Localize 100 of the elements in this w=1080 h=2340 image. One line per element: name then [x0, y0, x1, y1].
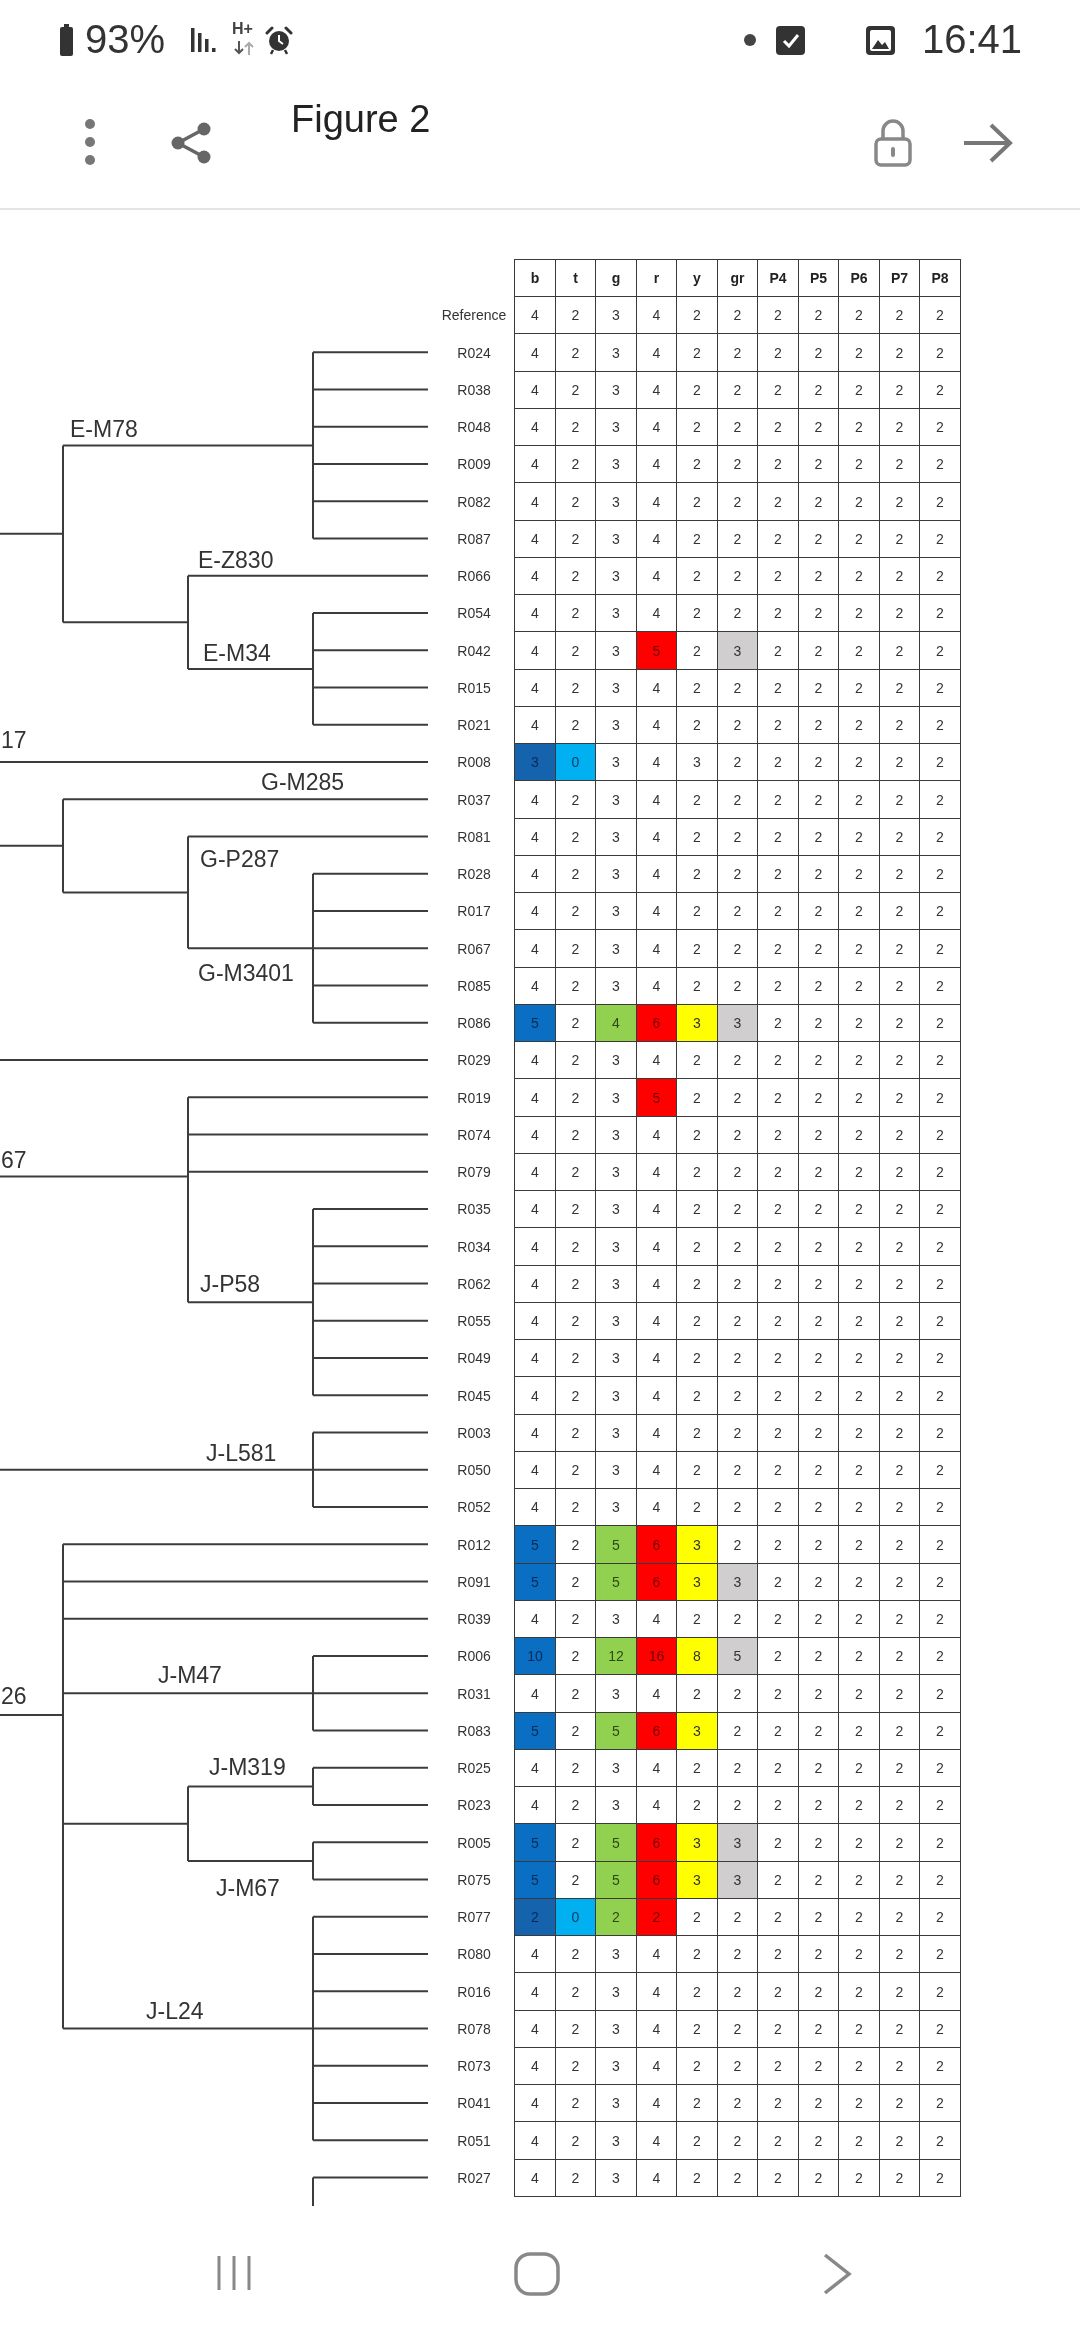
- value-cell: 4: [514, 2159, 556, 2197]
- row-label: R083: [457, 1723, 491, 1739]
- value-cell: 3: [676, 1823, 718, 1862]
- value-cell: 6: [636, 1004, 677, 1042]
- row-label: R031: [457, 1685, 491, 1702]
- value-cell: 3: [676, 1712, 718, 1750]
- branch-label: J-M319: [209, 1754, 286, 1780]
- row-label: R051: [457, 2132, 491, 2149]
- value-cell: 6: [636, 1861, 677, 1899]
- row-label: R025: [457, 1760, 491, 1776]
- branch-label: J-L24: [146, 1998, 204, 2024]
- row-label: Reference: [441, 307, 507, 323]
- value-cell: 3: [676, 1525, 718, 1564]
- row-label: R087: [457, 531, 491, 547]
- value-cell: 5: [514, 1712, 556, 1750]
- value-cell: 5: [514, 1823, 556, 1862]
- row-label: R019: [457, 1089, 491, 1106]
- value-cell: 3: [676, 1004, 718, 1042]
- row-label: R049: [457, 1350, 491, 1366]
- value-cell: 6: [636, 1525, 677, 1564]
- branch-label: 67: [1, 1147, 27, 1173]
- value-cell: 0: [555, 1898, 596, 1936]
- value-cell: 2: [636, 1898, 677, 1936]
- value-cell: 3: [514, 743, 556, 781]
- value-cell: 5: [595, 1712, 637, 1750]
- row-label: R079: [457, 1164, 491, 1180]
- row-label: R027: [457, 2170, 491, 2186]
- row-label: R052: [457, 1499, 491, 1515]
- value-cell: 3: [717, 1823, 758, 1862]
- value-cell: 5: [514, 1563, 556, 1601]
- value-cell: 5: [514, 1525, 556, 1564]
- value-cell: 5: [595, 1563, 637, 1601]
- value-cell: 2: [595, 1898, 637, 1936]
- row-label: R021: [457, 717, 491, 733]
- battery-level: 93%: [85, 16, 166, 62]
- row-label: R045: [457, 1387, 491, 1404]
- row-label: R023: [457, 1797, 491, 1813]
- row-label: R075: [457, 1872, 491, 1888]
- branch-label: G-M285: [261, 769, 345, 795]
- value-cell: 5: [595, 1525, 637, 1564]
- row-label: R077: [457, 1909, 491, 1925]
- row-label: R054: [457, 605, 491, 621]
- row-label: R003: [457, 1425, 491, 1441]
- value-cell: 5: [595, 1823, 637, 1862]
- branch-label: J-L581: [206, 1440, 277, 1466]
- row-label: R066: [457, 568, 491, 584]
- row-label: R035: [457, 1201, 491, 1217]
- branch-label: G-M3401: [198, 960, 294, 986]
- branch-label: J-M47: [158, 1662, 222, 1688]
- row-label: R055: [457, 1313, 491, 1329]
- row-label: R041: [457, 2095, 491, 2111]
- branch-label: E-M78: [70, 416, 138, 442]
- value-cell: 5: [717, 1637, 758, 1675]
- column-header: P8: [919, 259, 961, 297]
- row-label: R042: [457, 642, 491, 659]
- value-cell: 3: [676, 1563, 718, 1601]
- branch-label: J-M67: [216, 1875, 280, 1901]
- row-label: R082: [457, 493, 491, 510]
- value-cell: 5: [595, 1861, 637, 1899]
- row-label: R029: [457, 1052, 491, 1068]
- row-label: R081: [457, 829, 491, 845]
- value-cell: 12: [595, 1637, 637, 1675]
- row-label: R039: [457, 1611, 491, 1627]
- branch-label: 17: [1, 727, 27, 753]
- row-label: R024: [457, 344, 491, 361]
- value-cell: 3: [717, 1861, 758, 1899]
- row-label: R015: [457, 680, 491, 696]
- value-cell: 2: [919, 2159, 961, 2197]
- value-cell: 4: [595, 1004, 637, 1042]
- row-label: R050: [457, 1462, 491, 1478]
- value-cell: 3: [717, 1563, 758, 1601]
- network-type: H+: [232, 20, 253, 38]
- row-label: R038: [457, 382, 491, 398]
- branch-label: E-Z830: [198, 547, 274, 573]
- row-label: R073: [457, 2058, 491, 2074]
- value-cell: 3: [717, 1004, 758, 1042]
- row-label: R086: [457, 1015, 491, 1031]
- value-cell: 16: [636, 1637, 677, 1675]
- value-cell: 6: [636, 1823, 677, 1862]
- value-cell: 5: [514, 1004, 556, 1042]
- branch-label: G-P287: [200, 846, 280, 872]
- row-label: R091: [457, 1574, 491, 1590]
- page-title: Figure 2: [291, 97, 431, 141]
- row-label: R062: [457, 1276, 491, 1292]
- row-label: R037: [457, 791, 491, 808]
- value-cell: 8: [676, 1637, 718, 1675]
- row-label: R006: [457, 1648, 491, 1664]
- branch-label: E-M34: [203, 640, 271, 666]
- value-cell: 6: [636, 1563, 677, 1601]
- value-cell: 3: [676, 1861, 718, 1899]
- row-label: R017: [457, 903, 491, 919]
- row-label: R078: [457, 2021, 491, 2037]
- row-label: R005: [457, 1834, 491, 1851]
- row-label: R034: [457, 1238, 491, 1255]
- row-label: R048: [457, 419, 491, 435]
- value-cell: 3: [717, 631, 758, 670]
- clock-time: 16:41: [922, 16, 1023, 62]
- value-cell: 10: [514, 1637, 556, 1675]
- row-label: R028: [457, 866, 491, 882]
- row-label: R067: [457, 940, 491, 957]
